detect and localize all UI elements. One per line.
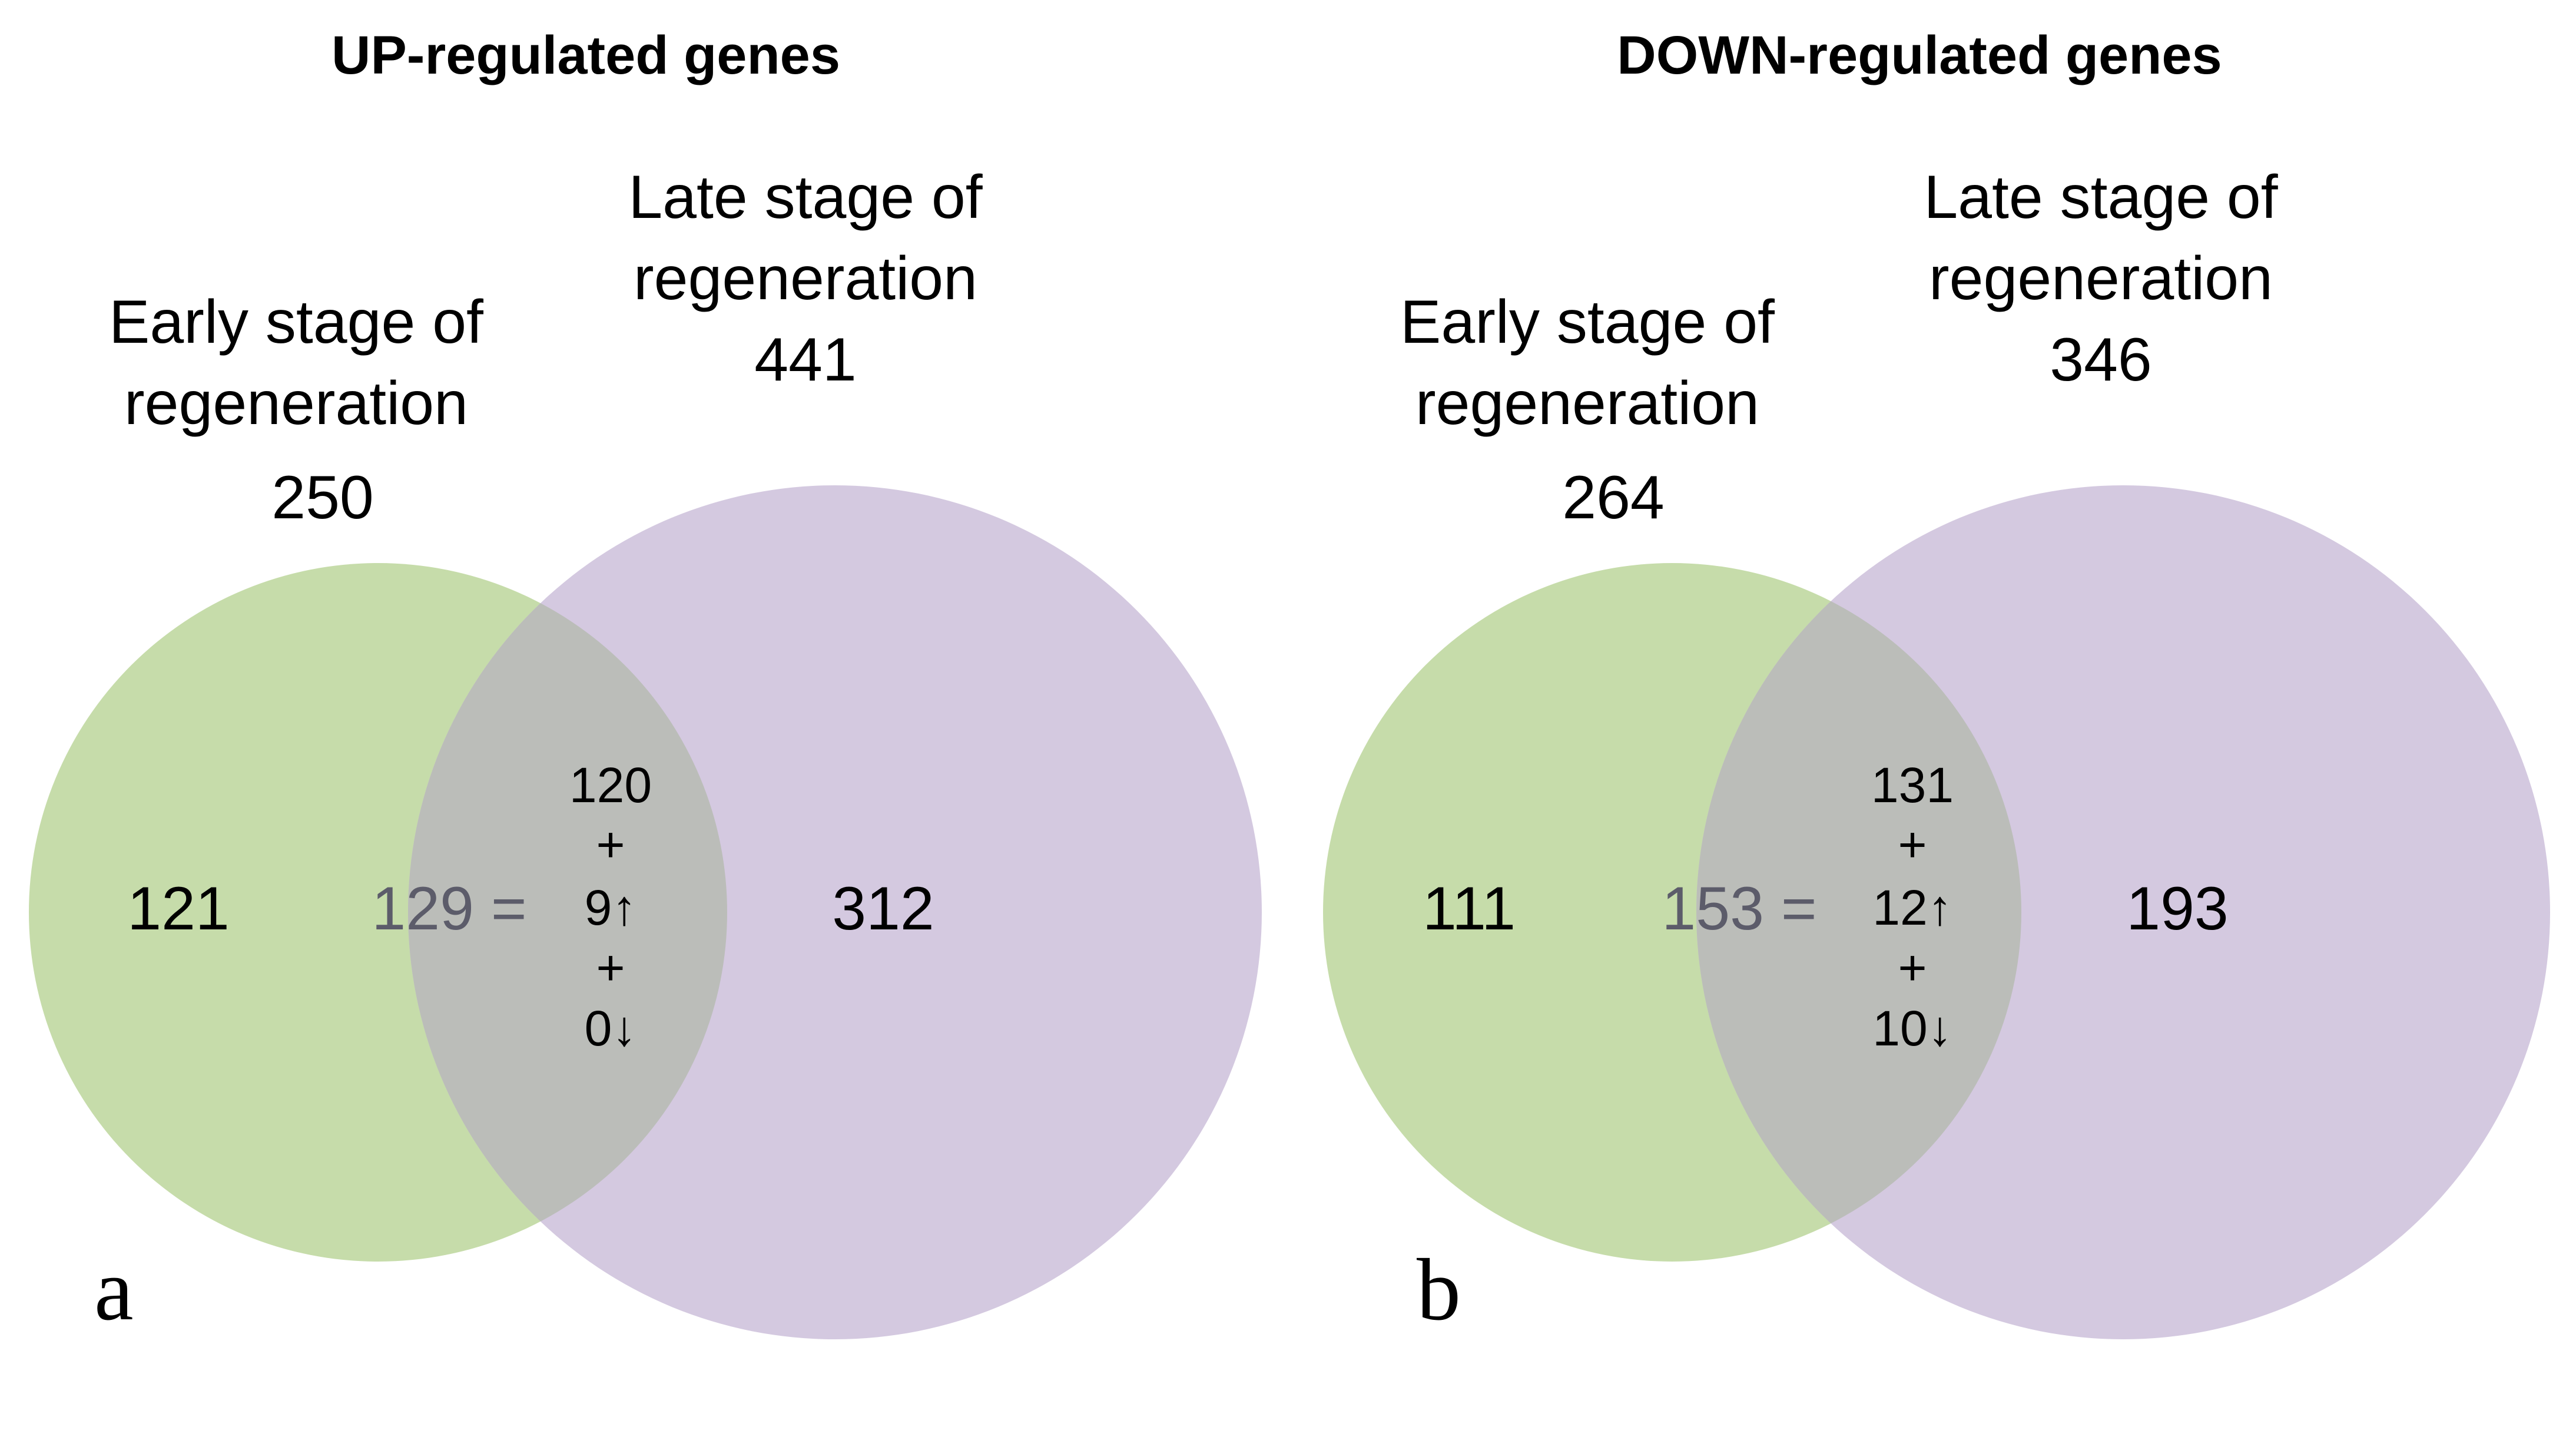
- overlap-plus-sign: +: [596, 940, 625, 995]
- panel-title: DOWN-regulated genes: [1617, 25, 2222, 85]
- venn-panel-down: DOWN-regulated genes Late stage of regen…: [1288, 0, 2576, 1430]
- late-stage-total: 346: [2050, 326, 2152, 394]
- late-stage-total: 441: [754, 326, 857, 394]
- early-stage-label-line1: Early stage of: [1400, 288, 1775, 356]
- overlap-equation: 153 =: [1662, 875, 1816, 943]
- venn-diagram-down: DOWN-regulated genes Late stage of regen…: [1323, 25, 2550, 1339]
- panel-letter: b: [1417, 1241, 1461, 1339]
- venn-diagram-up: UP-regulated genes Late stage of regener…: [29, 25, 1262, 1339]
- late-stage-label-line2: regeneration: [634, 244, 977, 313]
- overlap-region: [1696, 563, 2021, 1262]
- panel-title: UP-regulated genes: [331, 25, 840, 85]
- venn-panel-up: UP-regulated genes Late stage of regener…: [29, 25, 1262, 1339]
- overlap-plus-sign: +: [596, 817, 625, 872]
- overlap-shared-count: 131: [1871, 757, 1954, 813]
- overlap-down-arrow-count: 0↓: [585, 1001, 637, 1056]
- late-stage-label-line2: regeneration: [1929, 244, 2273, 313]
- early-stage-total: 250: [271, 464, 374, 532]
- early-stage-label-line2: regeneration: [124, 369, 468, 438]
- early-stage-total: 264: [1562, 464, 1665, 532]
- overlap-plus-sign: +: [1898, 940, 1927, 995]
- overlap-region: [408, 563, 727, 1262]
- late-unique-count: 193: [2126, 875, 2229, 943]
- overlap-plus-sign: +: [1898, 817, 1927, 872]
- overlap-up-arrow-count: 12↑: [1872, 880, 1952, 935]
- late-stage-label-line1: Late stage of: [628, 163, 983, 231]
- late-stage-label-line1: Late stage of: [1924, 163, 2278, 231]
- overlap-equation: 129 =: [372, 875, 526, 943]
- early-stage-label-line2: regeneration: [1415, 369, 1759, 438]
- overlap-down-arrow-count: 10↓: [1872, 1001, 1952, 1056]
- late-unique-count: 312: [832, 875, 934, 943]
- panel-letter: a: [94, 1241, 134, 1339]
- overlap-up-arrow-count: 9↑: [585, 880, 637, 935]
- early-stage-label-line1: Early stage of: [109, 288, 484, 356]
- overlap-shared-count: 120: [569, 757, 652, 813]
- early-unique-count: 121: [127, 875, 230, 943]
- early-unique-count: 111: [1423, 875, 1516, 943]
